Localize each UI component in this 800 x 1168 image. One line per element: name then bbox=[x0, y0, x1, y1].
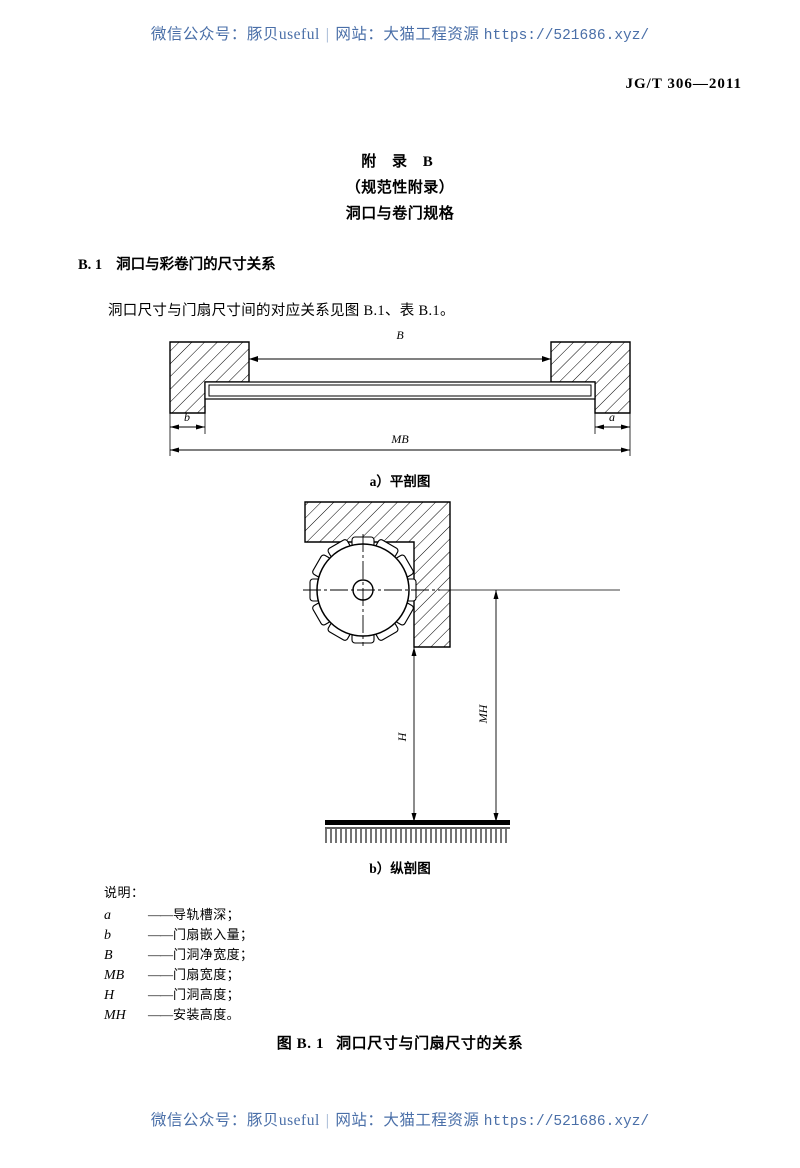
legend-dash: —— bbox=[148, 927, 173, 942]
legend-item: MH —— 安装高度。 bbox=[104, 1004, 253, 1024]
dimension-b: b bbox=[170, 410, 205, 430]
legend-symbol: MH bbox=[104, 1008, 126, 1023]
dimension-label-b: b bbox=[184, 410, 190, 424]
figure-caption-title: 洞口尺寸与门扇尺寸的关系 bbox=[336, 1036, 524, 1052]
legend-text: 门洞净宽度； bbox=[173, 947, 254, 962]
legend-symbol: a bbox=[104, 908, 111, 923]
legend-text: 门扇宽度； bbox=[173, 967, 241, 982]
figure-sub-caption-a: a）平剖图 bbox=[369, 474, 431, 489]
dimension-MB: MB bbox=[170, 432, 630, 453]
figure-caption: 图 B. 1 洞口尺寸与门扇尺寸的关系 bbox=[0, 1032, 800, 1053]
legend-dash: —— bbox=[148, 1007, 173, 1022]
dimension-label-a: a bbox=[609, 410, 615, 424]
watermark-wechat-value: 豚贝useful bbox=[246, 1112, 320, 1129]
watermark-site-label: 网站： bbox=[335, 26, 384, 43]
wall-block-right bbox=[550, 341, 631, 414]
legend-text: 安装高度。 bbox=[173, 1007, 241, 1022]
watermark-wechat-value: 豚贝useful bbox=[246, 26, 320, 43]
legend-dash: —— bbox=[148, 967, 173, 982]
watermark-url: https://521686.xyz/ bbox=[483, 28, 650, 44]
figure-legend: 说明： a —— 导轨槽深； b —— 门扇嵌入量； B —— 门洞净宽度； M… bbox=[104, 882, 253, 1024]
watermark-site-label: 网站： bbox=[335, 1112, 384, 1129]
annex-label: 附 录 B bbox=[361, 154, 439, 170]
legend-symbol: H bbox=[104, 988, 115, 1003]
figure-horizontal-section: B b a MB bbox=[169, 330, 631, 456]
legend-dash: —— bbox=[148, 907, 173, 922]
legend-title: 说明： bbox=[104, 885, 145, 900]
watermark-site-value: 大猫工程资源 bbox=[383, 26, 480, 43]
legend-item: a —— 导轨槽深； bbox=[104, 904, 253, 924]
legend-item: H —— 门洞高度； bbox=[104, 984, 253, 1004]
watermark-site-value: 大猫工程资源 bbox=[383, 1112, 480, 1129]
roll-drum bbox=[303, 534, 440, 646]
dimension-H: H bbox=[395, 647, 417, 822]
legend-item: B —— 门洞净宽度； bbox=[104, 944, 253, 964]
legend-symbol: b bbox=[104, 928, 111, 943]
legend-text: 门扇嵌入量； bbox=[173, 927, 254, 942]
dimension-label-MB: MB bbox=[390, 432, 409, 446]
watermark-wechat-label: 微信公众号： bbox=[150, 1112, 247, 1129]
annex-name: 洞口与卷门规格 bbox=[345, 206, 455, 222]
legend-text: 导轨槽深； bbox=[173, 907, 241, 922]
door-panel bbox=[204, 381, 596, 400]
dimension-label-MH: MH bbox=[476, 703, 490, 724]
clause-title: 洞口与彩卷门的尺寸关系 bbox=[116, 257, 276, 273]
figure-sub-caption-b: b）纵剖图 bbox=[369, 861, 431, 876]
drum-slats bbox=[309, 536, 417, 644]
watermark-top: 微信公众号：豚贝useful | 网站：大猫工程资源 https://521686.… bbox=[0, 22, 800, 44]
clause-number: B. 1 bbox=[78, 257, 103, 273]
clause-heading: B. 1 洞口与彩卷门的尺寸关系 bbox=[78, 253, 276, 274]
dimension-B: B bbox=[249, 330, 551, 362]
watermark-separator: | bbox=[325, 1112, 330, 1129]
legend-dash: —— bbox=[148, 987, 173, 1002]
legend-item: b —— 门扇嵌入量； bbox=[104, 924, 253, 944]
legend-text: 门洞高度； bbox=[173, 987, 241, 1002]
dimension-a: a bbox=[595, 410, 630, 430]
legend-item: MB —— 门扇宽度； bbox=[104, 964, 253, 984]
dimension-MH: MH bbox=[476, 590, 499, 822]
figure-vertical-section: H MH bbox=[303, 501, 620, 843]
watermark-bottom: 微信公众号：豚贝useful | 网站：大猫工程资源 https://521686.… bbox=[0, 1108, 800, 1130]
watermark-separator: | bbox=[325, 26, 330, 43]
legend-dash: —— bbox=[148, 947, 173, 962]
dimension-label-H: H bbox=[395, 731, 409, 742]
dimension-label-B: B bbox=[396, 330, 404, 342]
clause-paragraph: 洞口尺寸与门扇尺寸间的对应关系见图 B.1、表 B.1。 bbox=[108, 303, 455, 319]
legend-symbol: B bbox=[104, 948, 113, 963]
ground-line bbox=[325, 820, 510, 843]
annex-type: （规范性附录） bbox=[345, 180, 455, 196]
watermark-url: https://521686.xyz/ bbox=[483, 1114, 650, 1130]
legend-symbol: MB bbox=[104, 968, 125, 983]
standard-code: JG/T 306—2011 bbox=[625, 76, 742, 92]
watermark-wechat-label: 微信公众号： bbox=[150, 26, 247, 43]
wall-block-left bbox=[169, 341, 250, 414]
figure-caption-number: 图 B. 1 bbox=[276, 1036, 325, 1052]
